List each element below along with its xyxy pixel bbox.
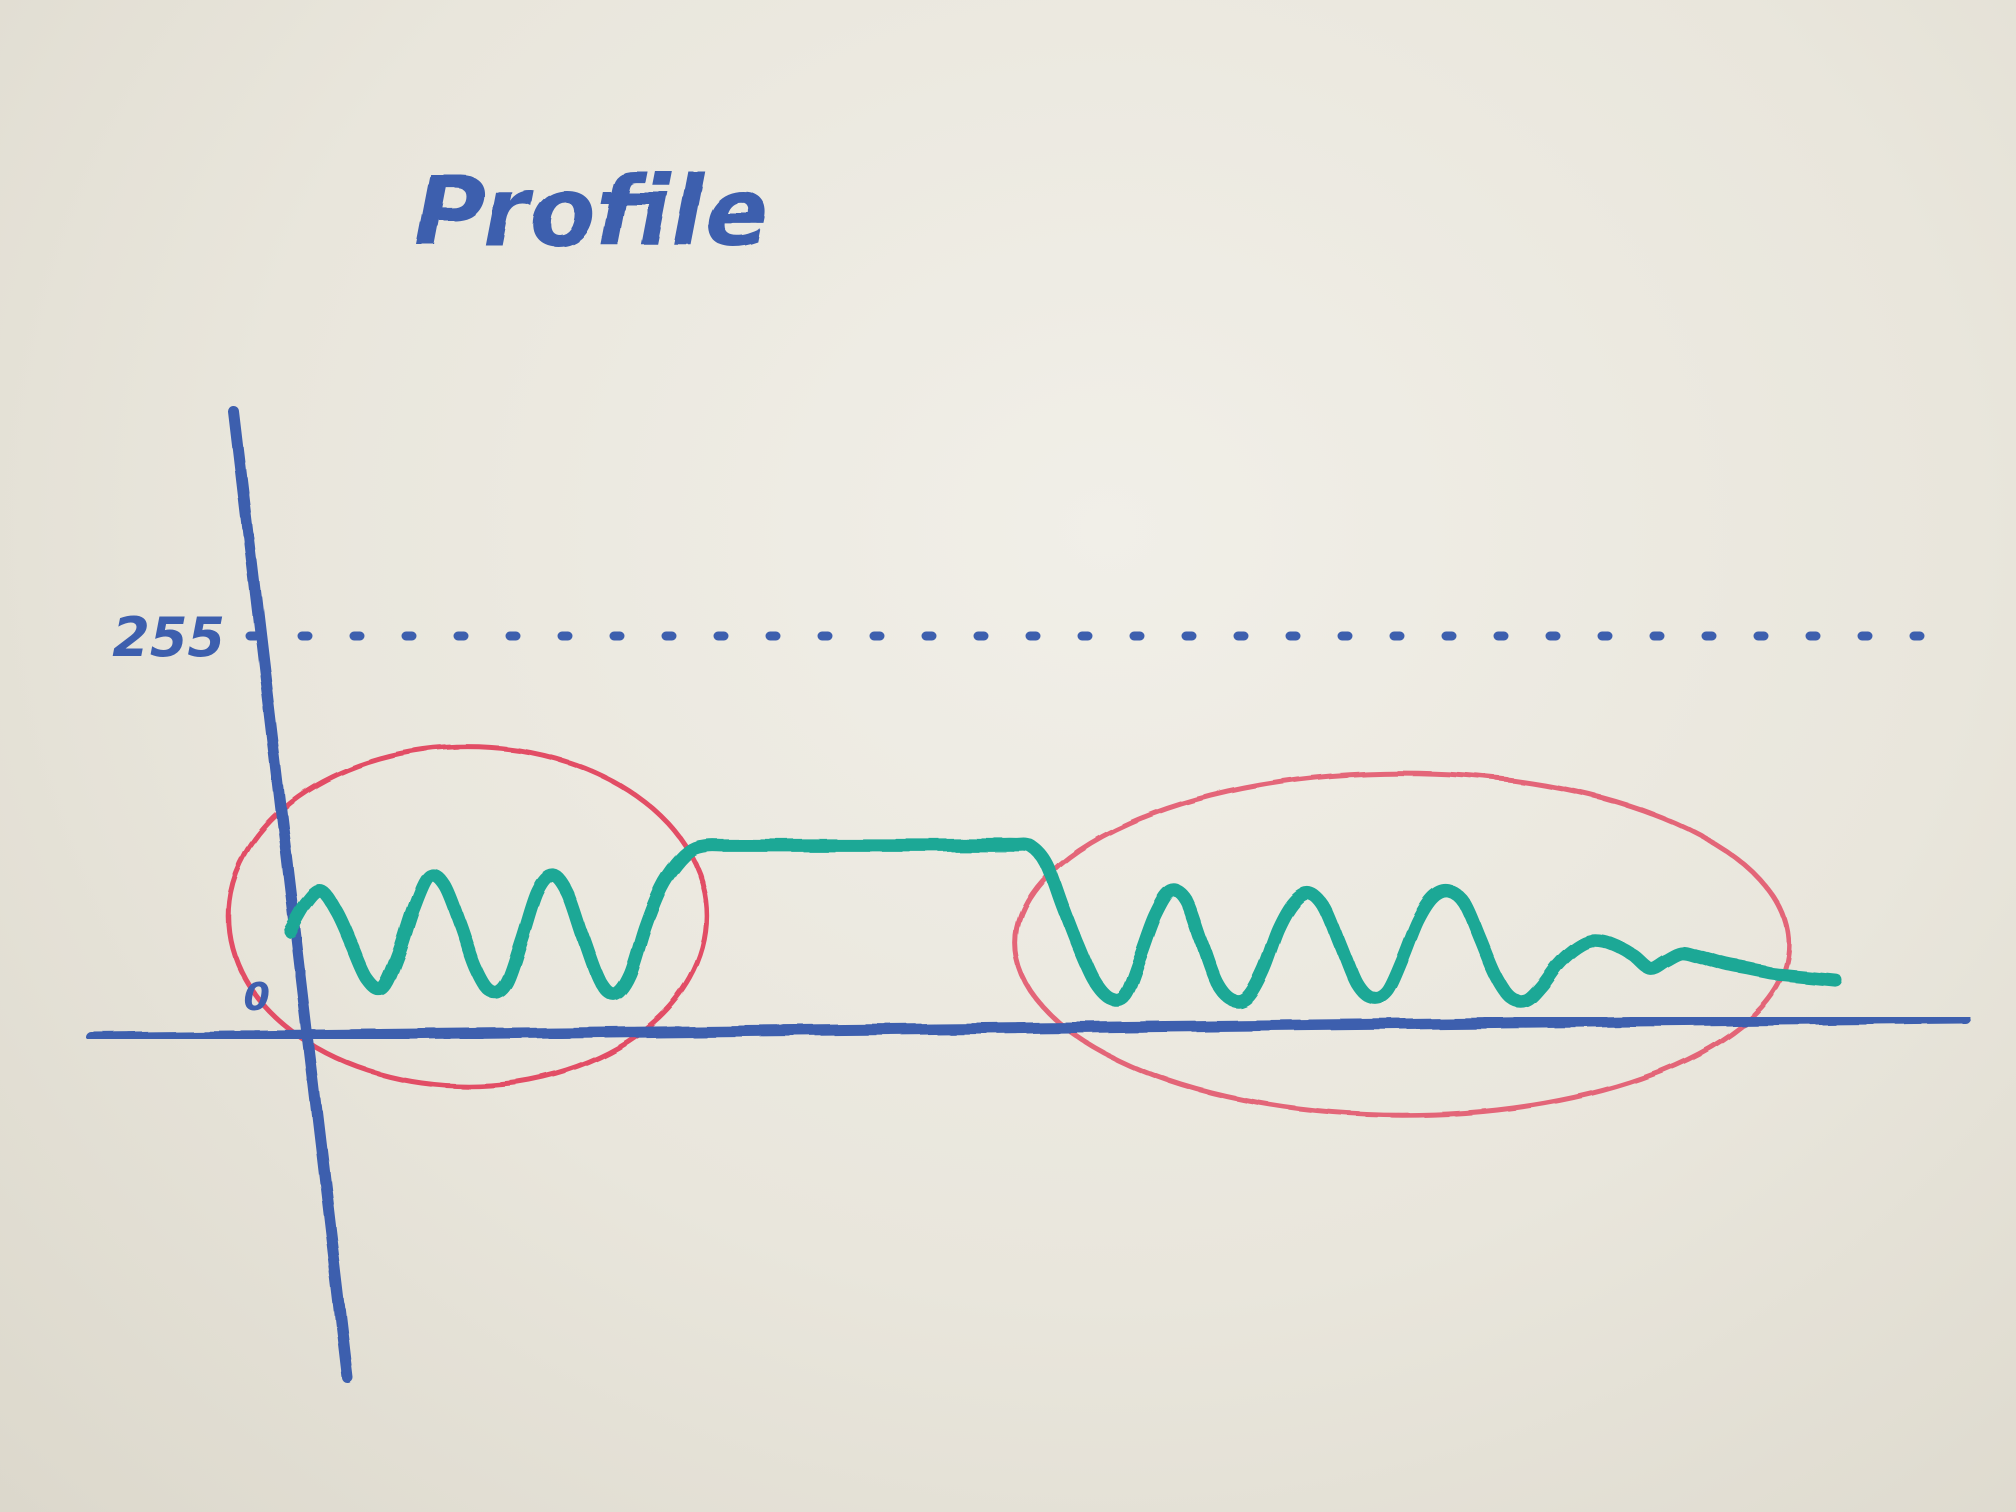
y-axis <box>228 406 354 1384</box>
chart-title: Profile <box>415 156 769 268</box>
highlight-ellipses <box>225 744 1792 1118</box>
y-tick-labels: 0 255 <box>112 606 270 1019</box>
x-axis <box>86 1012 1971 1044</box>
highlight-ellipse-1 <box>225 744 710 1089</box>
highlight-ellipse-2 <box>1013 770 1792 1118</box>
signal-line <box>283 838 1842 1009</box>
y-tick-label-255: 255 <box>112 606 225 669</box>
y-tick-label-0: 0 <box>244 975 270 1019</box>
